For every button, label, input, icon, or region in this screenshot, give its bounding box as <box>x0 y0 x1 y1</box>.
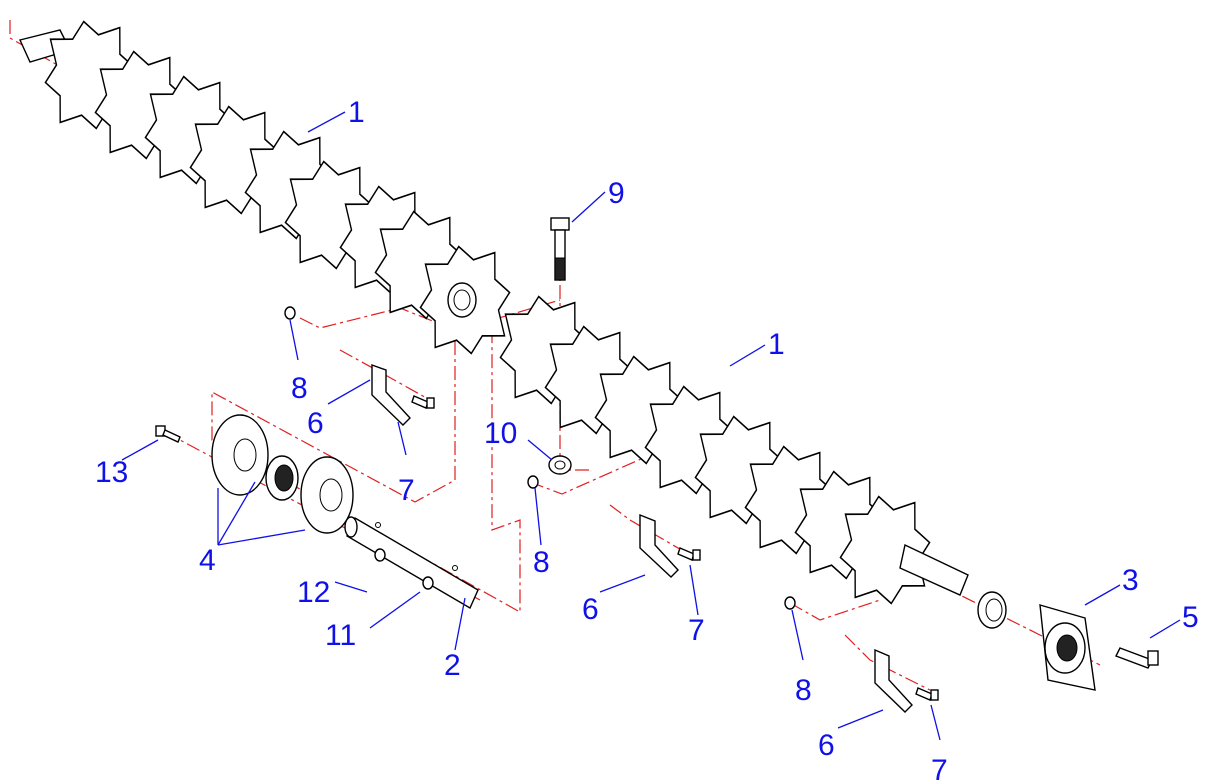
callout-1-upper: 1 <box>348 96 365 129</box>
callout-1-lower: 1 <box>768 328 785 361</box>
shaft <box>344 516 479 609</box>
scraper-blades <box>371 364 913 713</box>
callout-2: 2 <box>444 649 461 682</box>
rotor-upper <box>19 13 517 362</box>
callout-7-a: 7 <box>398 474 415 507</box>
callout-4: 4 <box>199 544 216 577</box>
callout-8-b: 8 <box>533 546 550 579</box>
callout-12: 12 <box>297 576 330 609</box>
callout-11: 11 <box>325 619 356 652</box>
callout-7-b: 7 <box>688 614 705 647</box>
callout-8-c: 8 <box>795 674 812 707</box>
callout-6-b: 6 <box>582 593 599 626</box>
callout-6-c: 6 <box>818 729 835 762</box>
callout-10: 10 <box>484 417 517 450</box>
callout-6-a: 6 <box>307 407 324 440</box>
flange-bearing <box>977 591 1096 691</box>
fasteners <box>155 306 1159 701</box>
callout-13: 13 <box>95 456 128 489</box>
callout-labels: 1 1 2 3 4 5 6 6 6 7 7 7 8 8 8 9 10 11 12… <box>95 96 1199 784</box>
bolt-9 <box>550 217 570 281</box>
callout-8-a: 8 <box>291 372 308 405</box>
callout-9: 9 <box>608 177 625 210</box>
callout-3: 3 <box>1122 564 1139 597</box>
star-plate <box>38 13 517 362</box>
callout-5: 5 <box>1182 601 1199 634</box>
nut-10 <box>548 455 572 475</box>
callout-7-c: 7 <box>931 754 948 784</box>
bearing-pack <box>211 414 354 534</box>
leader-lines <box>121 111 1181 741</box>
rotor-lower <box>493 288 969 612</box>
